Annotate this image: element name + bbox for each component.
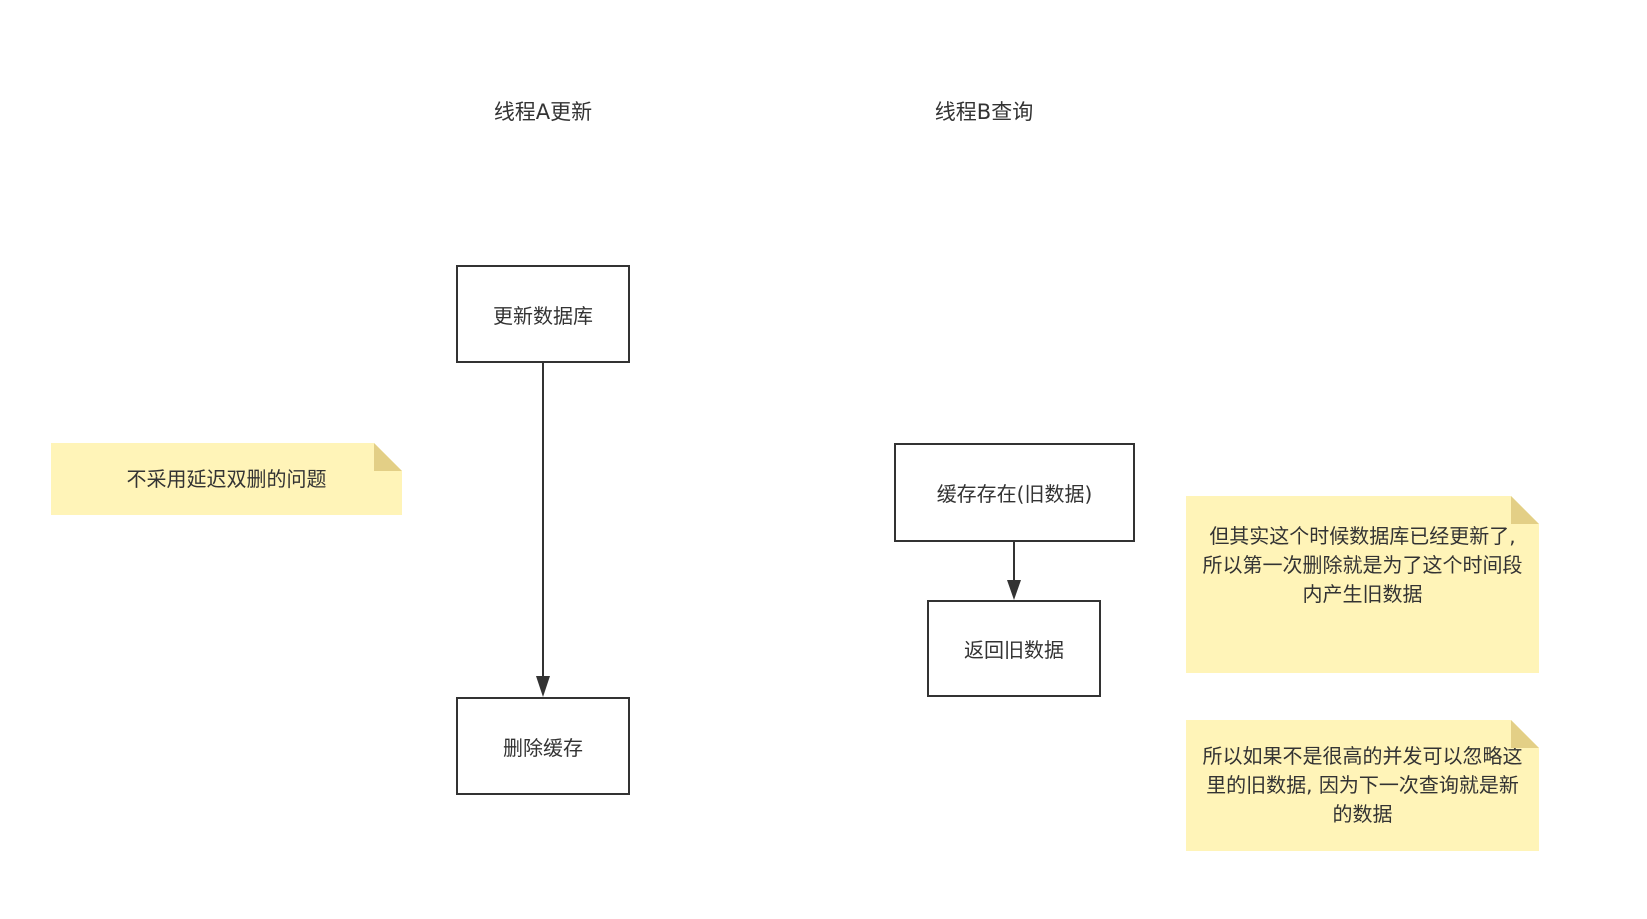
node-label: 删除缓存 bbox=[503, 735, 583, 760]
note-text: 所以如果不是很高的并发可以忽略这里的旧数据, 因为下一次查询就是新的数据 bbox=[1202, 744, 1523, 826]
thread-b-title: 线程B查询 bbox=[934, 100, 1034, 124]
arrowhead-icon bbox=[536, 676, 550, 697]
note-explanation[interactable]: 但其实这个时候数据库已经更新了, 所以第一次删除就是为了这个时间段内产生旧数据 bbox=[1186, 496, 1539, 673]
node-label: 缓存存在(旧数据) bbox=[936, 482, 1093, 506]
note-text: 但其实这个时候数据库已经更新了, 所以第一次删除就是为了这个时间段内产生旧数据 bbox=[1202, 524, 1523, 606]
node-label: 更新数据库 bbox=[493, 303, 593, 328]
node-label: 返回旧数据 bbox=[964, 638, 1064, 662]
node-return-old[interactable]: 返回旧数据 bbox=[927, 600, 1101, 697]
node-delete-cache[interactable]: 删除缓存 bbox=[456, 697, 630, 795]
note-conclusion[interactable]: 所以如果不是很高的并发可以忽略这里的旧数据, 因为下一次查询就是新的数据 bbox=[1186, 720, 1539, 851]
note-text: 不采用延迟双删的问题 bbox=[126, 466, 327, 491]
thread-a-title: 线程A更新 bbox=[493, 100, 593, 124]
node-update-db[interactable]: 更新数据库 bbox=[456, 265, 630, 363]
note-problem[interactable]: 不采用延迟双删的问题 bbox=[51, 443, 402, 515]
node-cache-exists[interactable]: 缓存存在(旧数据) bbox=[894, 443, 1135, 542]
arrowhead-icon bbox=[1007, 580, 1021, 600]
